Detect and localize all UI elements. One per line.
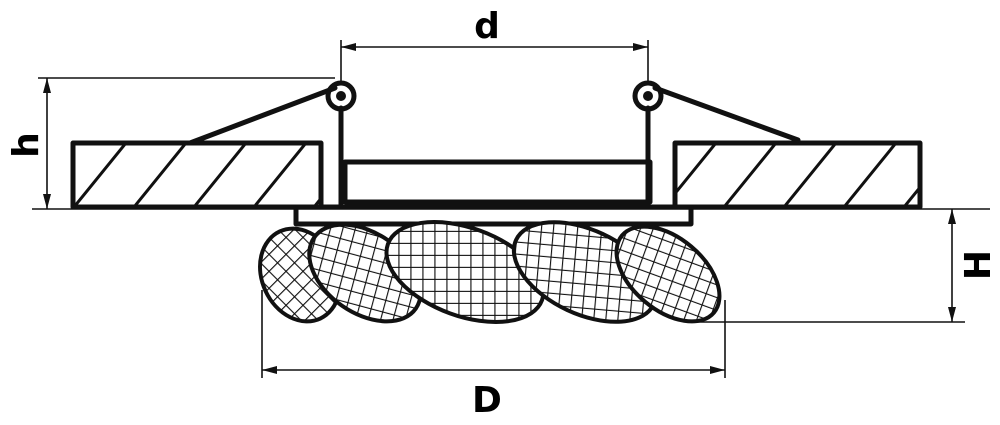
label-d: d: [474, 6, 500, 47]
trim-plate: [293, 204, 694, 227]
dimension-D: D: [261, 290, 726, 421]
label-H: H: [958, 250, 999, 280]
dimension-H: H: [690, 209, 999, 323]
ceiling-panel-right: [672, 140, 923, 210]
crystal-decor: [258, 220, 722, 324]
fixture-housing: [338, 105, 653, 208]
spring-clip-right: [632, 80, 801, 143]
ceiling-panel-left: [70, 140, 324, 210]
label-D: D: [472, 380, 502, 421]
dimension-d: d: [340, 6, 649, 84]
spring-clip-left: [187, 80, 357, 146]
dimension-h: h: [6, 77, 335, 209]
label-h: h: [6, 132, 47, 158]
